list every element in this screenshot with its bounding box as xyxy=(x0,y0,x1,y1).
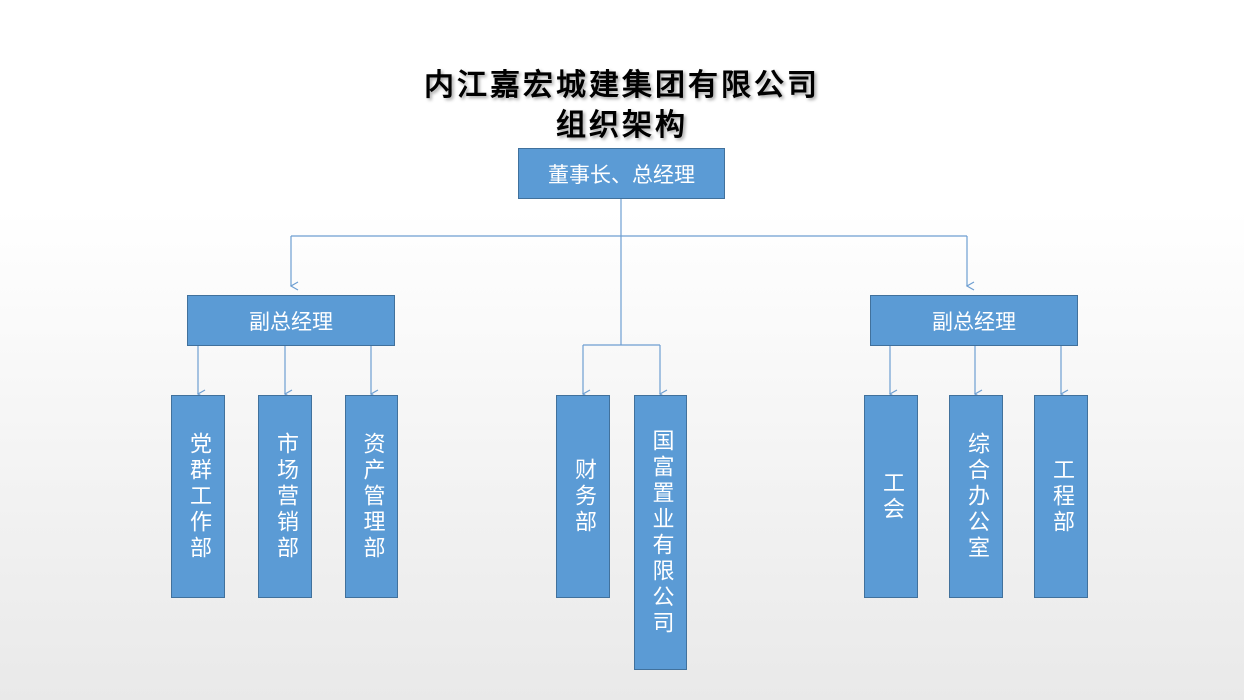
node-dept-fufu: 国富置业有限公司 xyxy=(634,395,687,670)
diagram-title-subtitle: 组织架构 xyxy=(556,108,688,143)
node-vp-right: 副总经理 xyxy=(870,295,1078,346)
node-dept-union: 工会 xyxy=(864,395,918,598)
node-dept-engineering: 工程部 xyxy=(1034,395,1088,598)
node-dept-finance: 财务部 xyxy=(556,395,610,598)
node-dept-asset: 资产管理部 xyxy=(345,395,398,598)
node-dept-market: 市场营销部 xyxy=(258,395,312,598)
node-chairman: 董事长、总经理 xyxy=(518,148,725,199)
node-dept-office: 综合办公室 xyxy=(949,395,1003,598)
node-vp-left: 副总经理 xyxy=(187,295,395,346)
node-dept-party: 党群工作部 xyxy=(171,395,225,598)
diagram-title-company: 内江嘉宏城建集团有限公司 xyxy=(424,68,820,103)
